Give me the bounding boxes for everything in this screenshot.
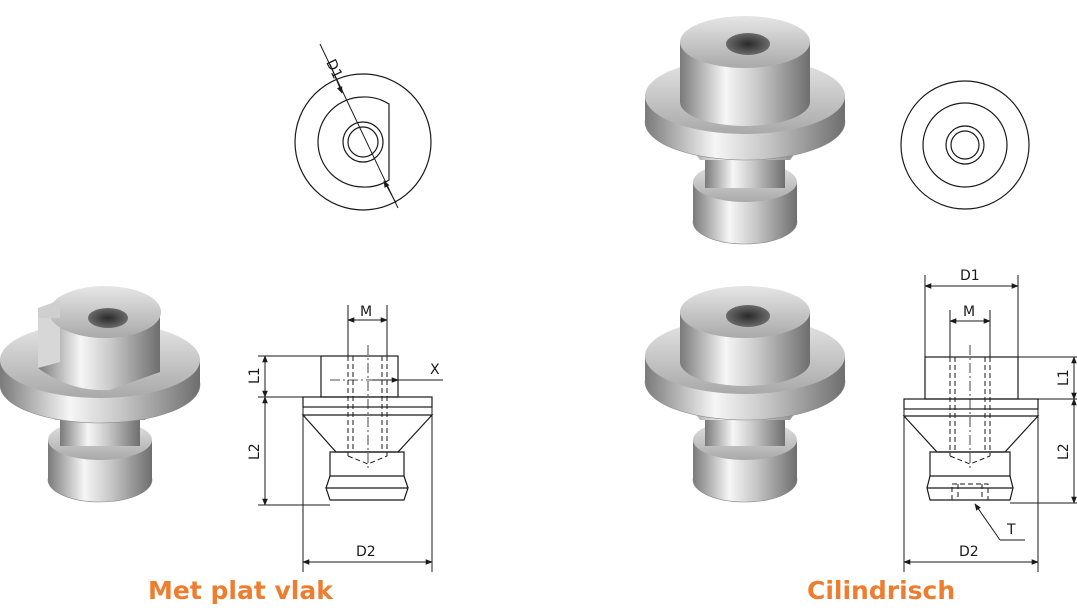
right-side-view — [902, 345, 1040, 501]
right-dim-m: M — [963, 304, 975, 320]
left-dim-x: X — [430, 362, 440, 378]
right-bottom-3d-render — [644, 286, 846, 503]
left-dim-d2: D2 — [356, 544, 376, 560]
right-dimension-lines — [903, 275, 1077, 572]
right-dim-l1: L1 — [1056, 369, 1072, 386]
right-dim-d1: D1 — [960, 268, 980, 284]
left-dimension-lines — [258, 305, 443, 572]
caption-met-plat-vlak: Met plat vlak — [148, 576, 333, 605]
left-dim-l1: L1 — [247, 367, 263, 384]
right-top-view — [900, 80, 1030, 210]
left-dim-d1: D1 — [322, 57, 345, 82]
right-top-3d-render — [644, 16, 846, 245]
right-dim-l2: L2 — [1056, 443, 1072, 460]
right-dim-t: T — [1006, 522, 1016, 538]
left-3d-render — [0, 286, 201, 503]
left-dim-m: M — [360, 304, 372, 320]
right-dim-d2: D2 — [959, 544, 979, 560]
caption-cilindrisch: Cilindrisch — [807, 576, 956, 605]
left-dim-l2: L2 — [247, 443, 263, 460]
left-side-view — [301, 345, 434, 501]
left-top-view — [294, 43, 432, 211]
